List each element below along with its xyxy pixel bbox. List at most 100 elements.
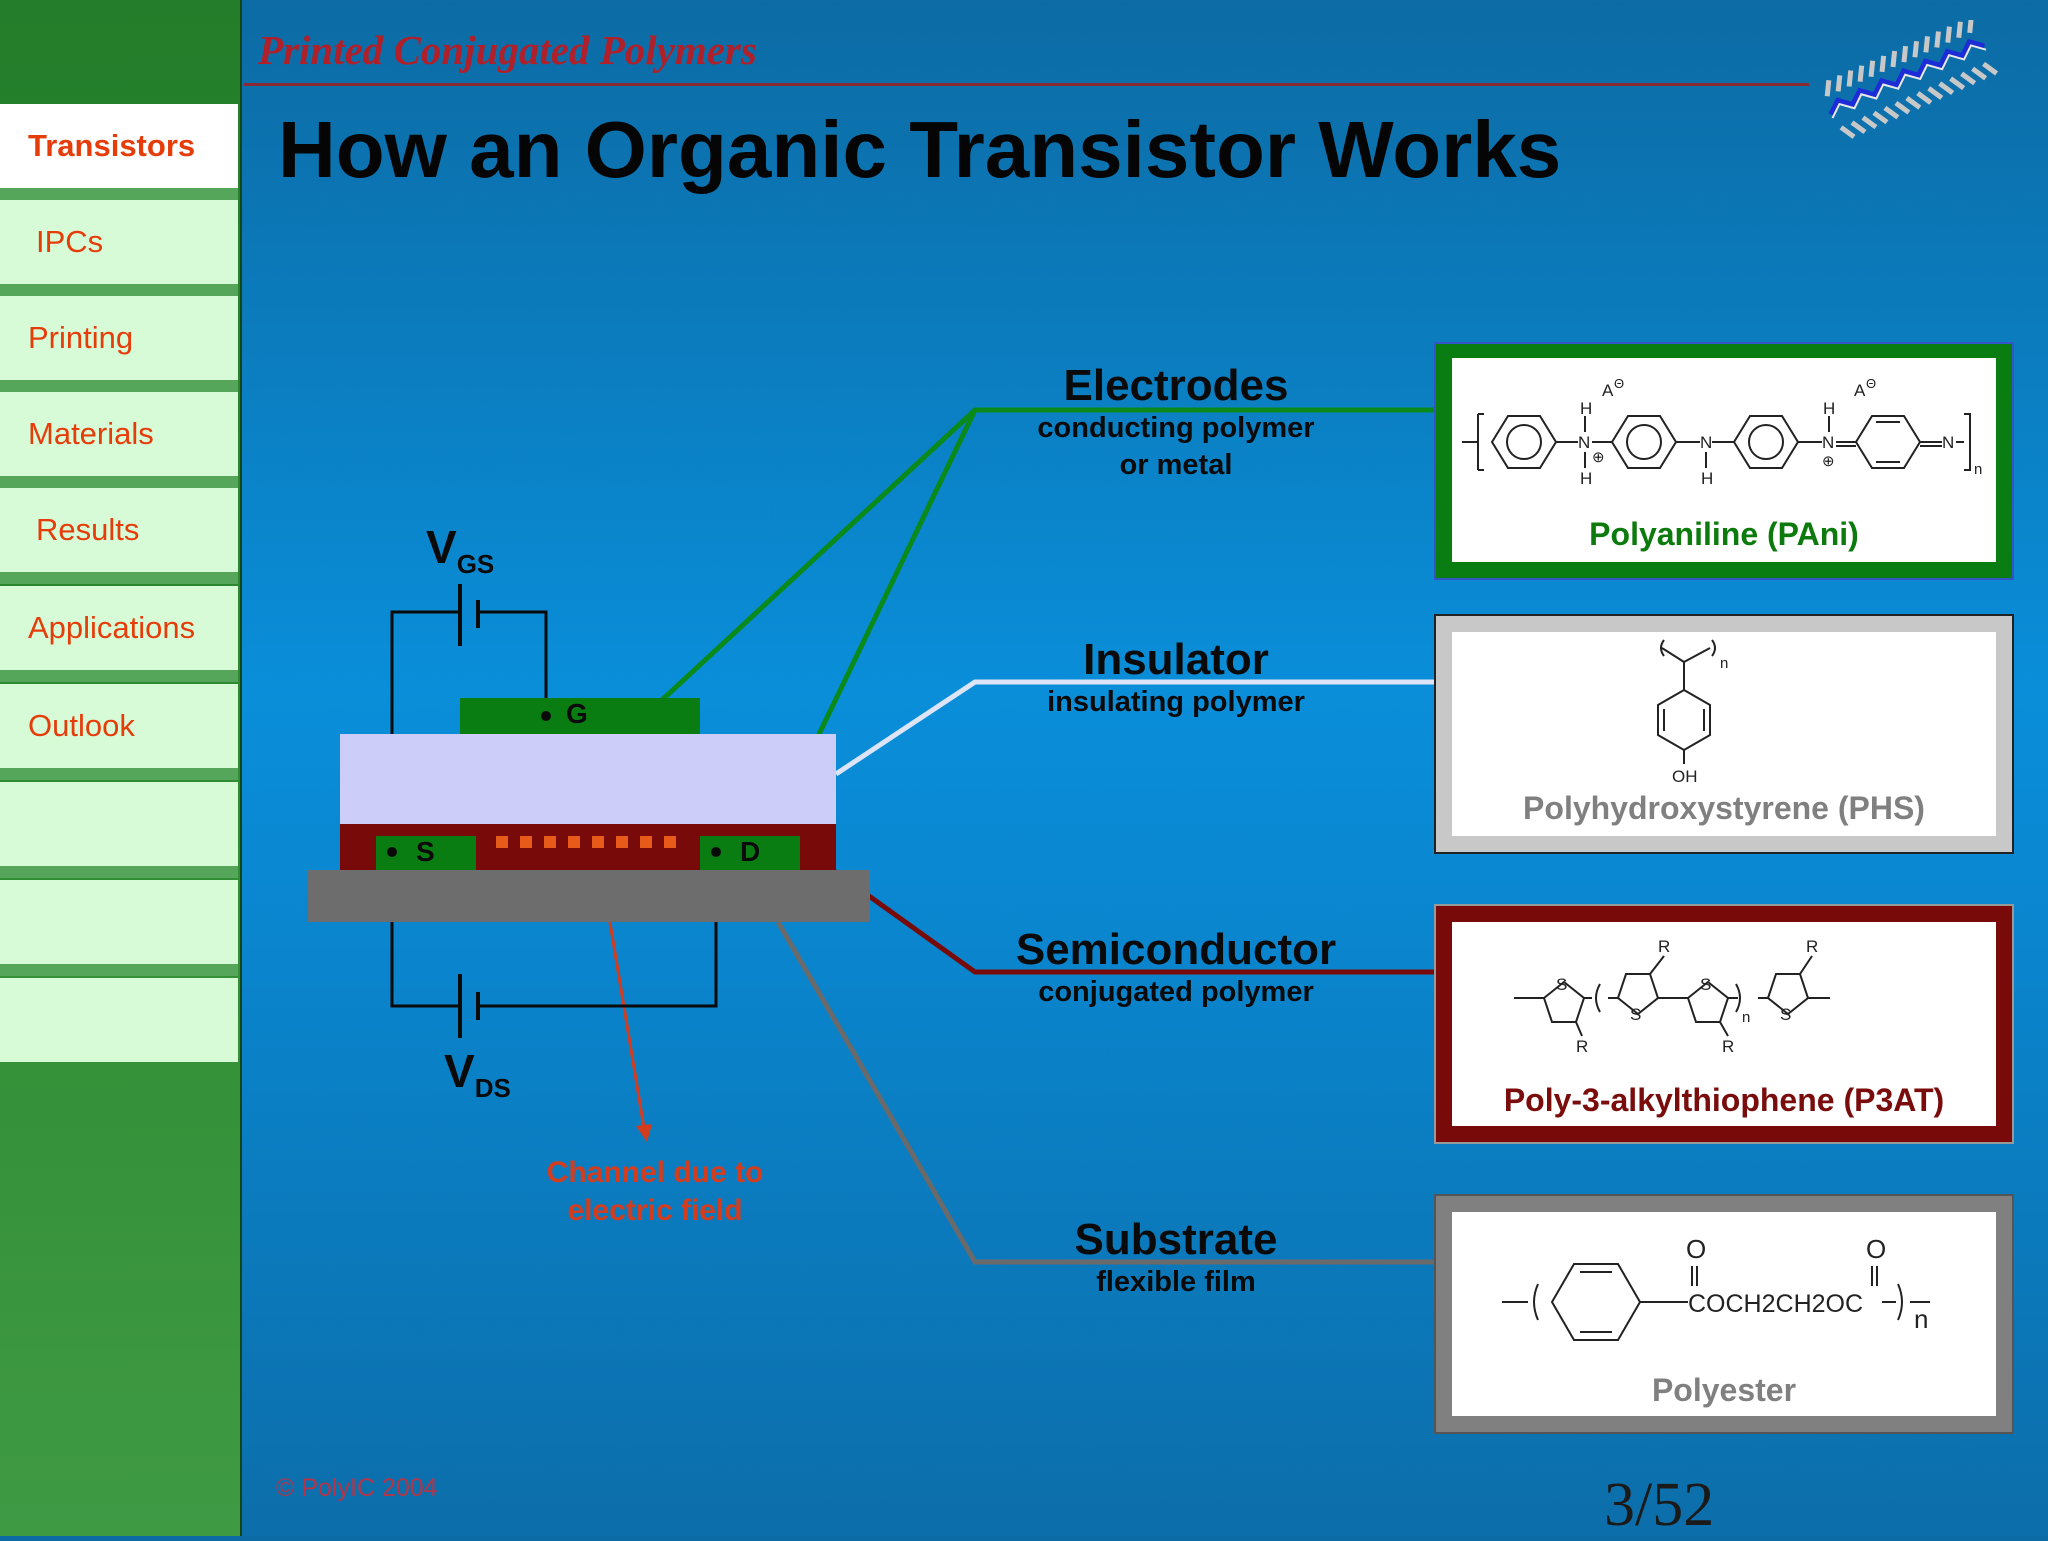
substrate-subtitle: flexible film [1096, 1266, 1256, 1298]
sidebar-item-printing[interactable]: Printing [0, 296, 238, 380]
phs-subscript-n: n [1720, 655, 1728, 672]
p3at-panel: S S R R S R n S R Poly-3-alkylthiophene … [1452, 922, 1996, 1126]
sidebar-divider [0, 572, 238, 584]
sidebar-divider [0, 964, 238, 976]
sidebar-divider [0, 380, 238, 392]
gate-contact [541, 711, 551, 721]
phs-box: n OH Polyhydroxystyrene (PHS) [1434, 614, 2014, 854]
p3at-r: R [1576, 1037, 1588, 1056]
pani-anion: A [1854, 381, 1866, 400]
vds-label: VDS [444, 1045, 511, 1103]
polyester-box: O O COCH2CH2OC n Polyester [1434, 1194, 2014, 1434]
sidebar-item-results[interactable]: Results [0, 488, 238, 572]
semiconductor-subtitle: conjugated polymer [1038, 976, 1314, 1008]
electrodes-subtitle: or metal [1119, 449, 1233, 481]
p3at-box: S S R R S R n S R Poly-3-alkylthiophene … [1434, 904, 2014, 1144]
source-label: S [416, 836, 435, 867]
sidebar-item-label: IPCs [36, 224, 104, 259]
phs-structure: n OH [1657, 639, 1728, 786]
p3at-r: R [1658, 937, 1670, 956]
insulator-title: Insulator [1083, 635, 1269, 684]
semiconductor-label: Semiconductor conjugated polymer [976, 926, 1376, 1011]
sidebar-item-ipcs[interactable]: IPCs [0, 200, 238, 284]
sidebar-divider [0, 670, 238, 682]
source-contact [387, 847, 397, 857]
p3at-s: S [1630, 1005, 1641, 1024]
pani-n: N [1578, 433, 1590, 452]
sidebar-item-label: Printing [28, 320, 134, 355]
semiconductor-title: Semiconductor [1015, 925, 1337, 974]
vgs-label: VGS [426, 521, 495, 579]
pani-plus: ⊕ [1592, 449, 1605, 466]
polyester-o: O [1866, 1234, 1886, 1264]
pani-n: N [1700, 433, 1712, 452]
vgs-wire [478, 610, 548, 716]
copyright-text: © PolyIC 2004 [276, 1474, 438, 1502]
p3at-s: S [1556, 975, 1567, 994]
sidebar-item-empty[interactable] [0, 978, 238, 1062]
sidebar-item-empty[interactable] [0, 782, 238, 866]
channel-charges [496, 836, 676, 848]
insulator-label: Insulator insulating polymer [976, 636, 1376, 721]
pani-h: H [1580, 399, 1592, 418]
pani-n: N [1942, 433, 1954, 452]
electrodes-subtitle: conducting polymer [1037, 412, 1315, 444]
sidebar-item-label: Materials [28, 416, 154, 451]
pani-h: H [1580, 469, 1592, 488]
gate-electrode [460, 698, 700, 734]
presentation-title: Printed Conjugated Polymers [258, 27, 757, 73]
sidebar-item-materials[interactable]: Materials [0, 392, 238, 476]
pani-h: H [1701, 469, 1713, 488]
polyester-o: O [1686, 1234, 1706, 1264]
insulator-layer [340, 734, 836, 824]
sidebar-divider [0, 476, 238, 488]
gate-label: G [566, 698, 588, 729]
p3at-subscript-n: n [1742, 1009, 1750, 1026]
sidebar-item-transistors[interactable]: Transistors [0, 104, 238, 188]
sidebar-divider [0, 284, 238, 296]
drain-label: D [740, 836, 761, 867]
polyester-panel: O O COCH2CH2OC n Polyester [1452, 1212, 1996, 1416]
electrodes-label: Electrodes conducting polymer or metal [976, 362, 1376, 484]
p3at-s: S [1780, 1005, 1791, 1024]
sidebar-item-outlook[interactable]: Outlook [0, 684, 238, 768]
header-divider [244, 83, 1809, 86]
sidebar-item-label: Outlook [28, 708, 135, 743]
substrate-connector [775, 920, 1434, 1265]
pani-anion: A [1602, 381, 1614, 400]
sidebar-divider [0, 188, 238, 200]
pani-n: N [1822, 433, 1834, 452]
sidebar-item-label: Results [36, 512, 140, 547]
electrodes-title: Electrodes [1063, 361, 1289, 410]
p3at-r: R [1722, 1037, 1734, 1056]
polyester-structure: O O COCH2CH2OC n [1502, 1234, 1930, 1341]
pani-panel: N H H ⊕ A Θ N H N H ⊕ A Θ N n Polyanilin… [1452, 358, 1996, 562]
channel-arrow-head [636, 1124, 652, 1142]
insulator-connector [834, 679, 1434, 777]
slide-title: How an Organic Transistor Works [278, 105, 1562, 194]
sidebar-divider [0, 866, 238, 878]
pani-subscript-n: n [1974, 461, 1982, 478]
pani-structure: N H H ⊕ A Θ N H N H ⊕ A Θ N n [1462, 376, 1982, 488]
substrate-layer [308, 870, 870, 922]
channel-note: Channel due to electric field [546, 1156, 764, 1227]
substrate-label: Substrate flexible film [976, 1216, 1376, 1301]
pani-plus: ⊕ [1822, 453, 1835, 470]
polymer-chain-logo [1824, 20, 1999, 139]
sidebar-item-applications[interactable]: Applications [0, 586, 238, 670]
pani-name: Polyaniline (PAni) [1589, 516, 1859, 552]
sidebar-item-label: Transistors [28, 128, 196, 163]
phs-name: Polyhydroxystyrene (PHS) [1523, 790, 1925, 826]
sidebar-item-empty[interactable] [0, 880, 238, 964]
p3at-structure: S S R R S R n S R [1514, 937, 1830, 1056]
pani-anion-sup: Θ [1866, 376, 1876, 391]
semiconductor-connector [828, 865, 1434, 975]
pani-h: H [1823, 399, 1835, 418]
polyester-chain: COCH2CH2OC [1688, 1290, 1863, 1318]
sidebar-item-label: Applications [28, 610, 196, 645]
sidebar-nav: Transistors IPCs Printing Materials Resu… [0, 0, 242, 1536]
substrate-title: Substrate [1074, 1215, 1278, 1264]
drain-contact [711, 847, 721, 857]
polyester-name: Polyester [1651, 1372, 1797, 1408]
